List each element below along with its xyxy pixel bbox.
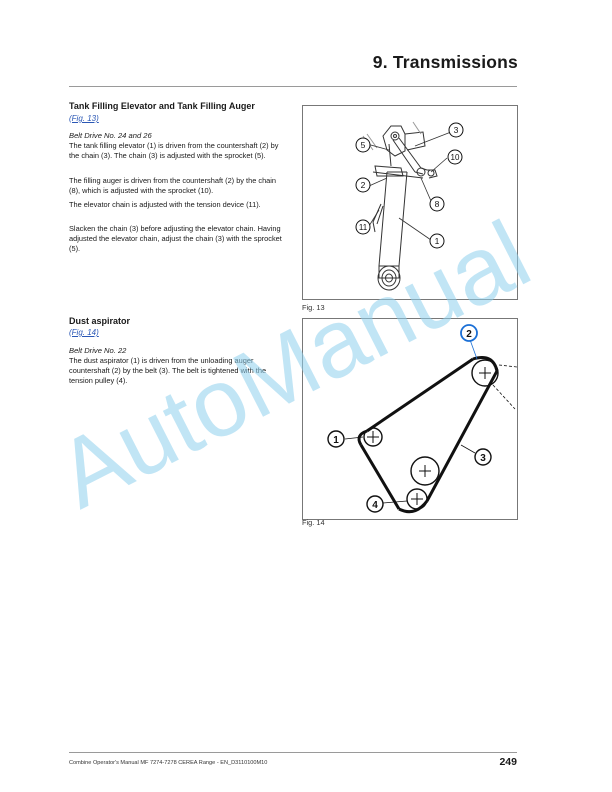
- callout-2: 2: [355, 177, 371, 193]
- callout-2: 2: [460, 324, 478, 342]
- subheading-belt-drive-24-26: Belt Drive No. 24 and 26: [69, 131, 152, 140]
- callout-3: 3: [474, 448, 492, 466]
- paragraph: The filling auger is driven from the cou…: [69, 176, 277, 195]
- figure-link-14[interactable]: (Fig. 14): [69, 328, 99, 337]
- callout-4: 4: [366, 495, 384, 513]
- callout-10: 10: [447, 149, 463, 165]
- callout-11: 11: [355, 219, 371, 235]
- figure-13-caption: Fig. 13: [302, 303, 325, 312]
- callout-8: 8: [429, 196, 445, 212]
- svg-text:11: 11: [359, 223, 368, 232]
- paragraph: The dust aspirator (1) is driven from th…: [69, 356, 267, 385]
- svg-text:8: 8: [435, 199, 440, 209]
- svg-text:2: 2: [466, 329, 472, 340]
- subheading-belt-drive-22: Belt Drive No. 22: [69, 346, 127, 355]
- paragraph: The tank filling elevator (1) is driven …: [69, 141, 279, 160]
- section-title-elevator: Tank Filling Elevator and Tank Filling A…: [69, 101, 255, 111]
- callout-3: 3: [448, 122, 464, 138]
- svg-text:1: 1: [435, 236, 440, 246]
- page-number: 249: [499, 756, 517, 768]
- svg-text:1: 1: [333, 435, 339, 446]
- svg-text:3: 3: [480, 453, 486, 464]
- svg-text:4: 4: [372, 500, 378, 511]
- footer-rule: [69, 752, 517, 753]
- callout-5: 5: [355, 137, 371, 153]
- svg-text:3: 3: [454, 125, 459, 135]
- figure-14-frame: 2 1 3 4: [302, 318, 518, 520]
- svg-text:10: 10: [451, 153, 460, 162]
- callout-1: 1: [429, 233, 445, 249]
- figure-14-drawing: 2 1 3 4: [327, 324, 518, 514]
- chapter-title: 9. Transmissions: [372, 52, 518, 72]
- svg-text:5: 5: [361, 140, 366, 150]
- figure-14-caption: Fig. 14: [302, 518, 325, 527]
- figure-13-drawing: 3 5 10 2 8 11: [355, 121, 464, 291]
- header-rule: [69, 86, 517, 87]
- figure-14-callouts: 2 1 3 4: [327, 324, 492, 513]
- section-title-dust-aspirator: Dust aspirator: [69, 316, 131, 326]
- paragraph: Slacken the chain (3) before adjusting t…: [69, 224, 282, 253]
- svg-text:2: 2: [361, 180, 366, 190]
- figure-13-callouts: 3 5 10 2 8 11: [355, 122, 464, 249]
- paragraph: The elevator chain is adjusted with the …: [69, 200, 261, 209]
- footer-text: Combine Operator's Manual MF 7274-7278 C…: [69, 760, 268, 766]
- figure-link-13[interactable]: (Fig. 13): [69, 114, 99, 123]
- figure-13-frame: 3 5 10 2 8 11: [302, 105, 518, 300]
- callout-1: 1: [327, 430, 345, 448]
